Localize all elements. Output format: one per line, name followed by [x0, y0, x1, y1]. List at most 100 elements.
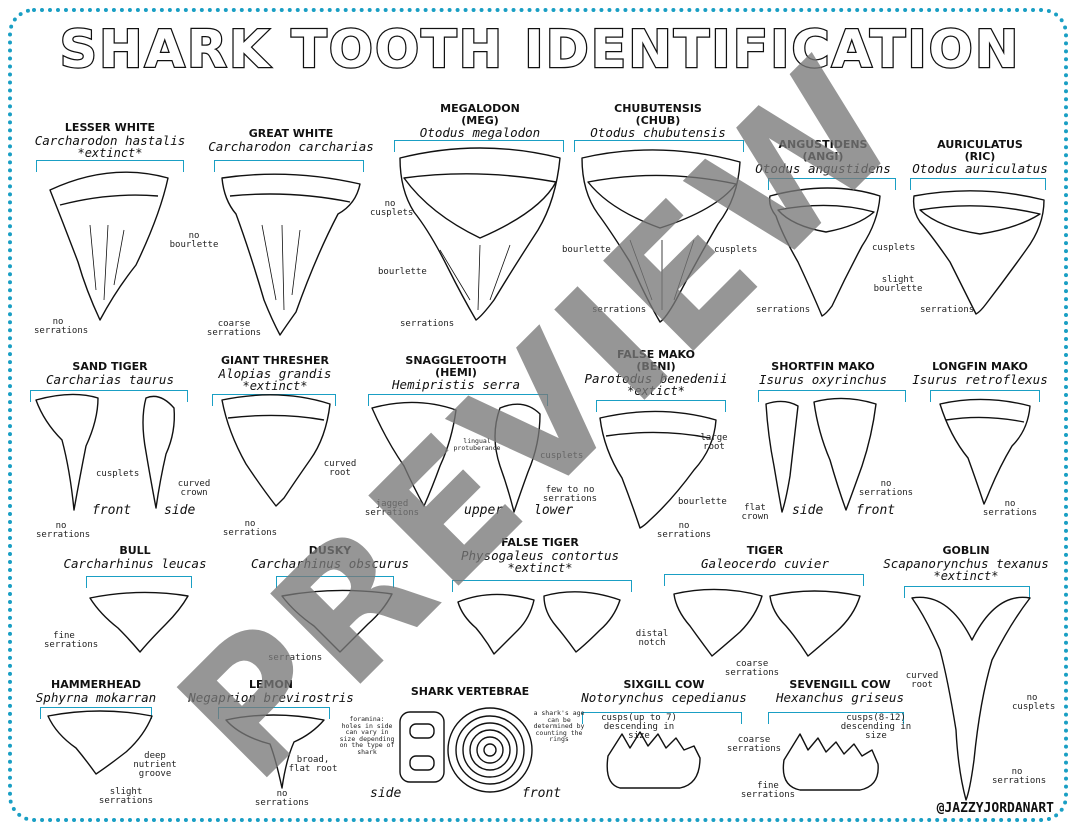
species-extinct: *extinct* [77, 145, 143, 160]
species-name: MEGALODON [440, 102, 520, 115]
note-lw-no-serrations: no serrations [34, 317, 89, 336]
species-scientific: Carcharodon hastalis [34, 132, 186, 148]
note-goblin-no-serrations: no serrations [992, 767, 1047, 786]
bracket-false-tiger [452, 580, 632, 592]
species-abbr: (RIC) [964, 149, 996, 163]
species-name: SIXGILL COW [623, 678, 705, 691]
species-goblin: GOBLIN Scapanorynchus texanus *extinct* [874, 545, 1058, 582]
note-no-bourlette: no bourlette [169, 231, 219, 250]
note-few-to-no-serrations: few to no serrations [542, 485, 598, 504]
note-st-cusplets: cusplets [96, 469, 140, 479]
note-chub-cusplets: cusplets [714, 245, 758, 255]
species-abbr: (BENI) [636, 359, 676, 373]
dotted-border [8, 8, 1068, 822]
tooth-sevengill-cow [782, 733, 879, 791]
label-mako-side: side [792, 503, 824, 518]
page-title: SHARK TOOTH IDENTIFICATION [58, 19, 1021, 82]
species-name: FALSE MAKO [617, 348, 695, 361]
species-name: ANGUSTIDENS [778, 138, 868, 151]
tooth-sand-tiger [35, 393, 176, 511]
note-gt-curved-root: curved root [323, 459, 357, 478]
note-no-cusplets: no cusplets [370, 199, 414, 218]
species-snaggletooth: SNAGGLETOOTH (HEMI) Hemipristis serra [376, 355, 536, 391]
species-extinct: *extinct* [933, 568, 999, 583]
species-shark-vertebrae: SHARK VERTEBRAE [400, 686, 540, 698]
label-lower: lower [534, 503, 574, 518]
species-megalodon: MEGALODON (MEG) Otodus megalodon [400, 103, 560, 139]
bracket-sand-tiger [30, 390, 188, 402]
note-distal-notch: distal notch [635, 629, 669, 648]
bracket-chubutensis [574, 140, 744, 152]
note-lm-no-serrations: no serrations [982, 499, 1038, 518]
tooth-tiger [673, 588, 861, 657]
bracket-shortfin-mako [758, 390, 906, 402]
tooth-auriculatus [912, 190, 1045, 315]
species-sixgill-cow: SIXGILL COW Notorynchus cepedianus [574, 679, 754, 704]
bracket-great-white [214, 160, 364, 172]
species-scientific: Physogaleus contortus [460, 547, 620, 563]
label-side: side [164, 503, 196, 518]
note-slight-bourlette: slight bourlette [873, 275, 923, 294]
tooth-false-tiger [457, 591, 621, 655]
label-mako-front: front [856, 503, 896, 518]
species-scientific: Carcharhinus leucas [63, 555, 207, 571]
note-curved-crown: curved crown [177, 479, 211, 498]
tooth-giant-thresher [221, 394, 331, 507]
species-false-tiger: FALSE TIGER Physogaleus contortus *extin… [450, 537, 630, 574]
species-name: HAMMERHEAD [51, 678, 141, 691]
species-scientific: Hemipristis serra [392, 377, 520, 393]
species-hammerhead: HAMMERHEAD Sphyrna mokarran [26, 679, 166, 704]
note-age-rings: a shark's age can be determined by count… [533, 709, 585, 743]
note-flat-crown: flat crown [741, 503, 769, 522]
note-fm-no-serrations: no serrations [656, 521, 712, 540]
species-bull: BULL Carcharhinus leucas [50, 545, 220, 570]
note-lingual-protuberance: lingual protuberance [453, 437, 501, 452]
bracket-angustidens [768, 178, 896, 190]
bracket-auriculatus [910, 178, 1046, 190]
species-name: LONGFIN MAKO [932, 360, 1028, 373]
species-scientific: Negaprion brevirostris [188, 689, 354, 705]
tooth-great-white [221, 173, 361, 336]
species-auriculatus: AURICULATUS (RIC) Otodus auriculatus [904, 139, 1056, 175]
note-meg-serrations: serrations [400, 319, 455, 329]
note-chub-serrations: serrations [592, 305, 647, 315]
species-scientific: Galeocerdo cuvier [701, 555, 829, 571]
note-meg-bourlette: bourlette [378, 267, 427, 277]
species-scientific: Sphyrna mokarran [35, 689, 157, 705]
bracket-bull [86, 576, 192, 588]
species-name: DUSKY [308, 544, 352, 557]
bracket-tiger [664, 574, 864, 586]
artist-credit: @JAZZYJORDANART [936, 801, 1054, 816]
tooth-megalodon [399, 147, 561, 321]
species-name: SHARK VERTEBRAE [410, 685, 530, 698]
species-name: BULL [119, 544, 151, 557]
tooth-lesser-white [49, 171, 169, 321]
note-snag-cusplets: cusplets [540, 451, 584, 461]
species-dusky: DUSKY Carcharhinus obscurus [240, 545, 420, 570]
tooth-lemon [225, 714, 325, 789]
tooth-false-mako [599, 410, 717, 529]
species-sevengill-cow: SEVENGILL COW Hexanchus griseus [770, 679, 910, 704]
tooth-angustidens [768, 187, 881, 317]
label-upper: upper [464, 503, 504, 518]
note-angi-serrations: serrations [756, 305, 811, 315]
note-cusps-8-12: cusps(8-12) descending in size [840, 713, 912, 741]
species-scientific: Isurus retroflexus [912, 371, 1048, 387]
species-scientific: Carcharias taurus [46, 371, 174, 387]
species-sand-tiger: SAND TIGER Carcharias taurus [30, 361, 190, 386]
species-false-mako: FALSE MAKO (BENI) Parotodus benedenii *e… [574, 349, 738, 398]
species-name: AURICULATUS [937, 138, 1023, 151]
note-jagged-serrations: jagged serrations [364, 499, 420, 518]
note-sm-no-serrations: no serrations [858, 479, 914, 498]
label-vert-side: side [370, 786, 402, 801]
tooth-sixgill-cow [606, 731, 701, 789]
note-broad-flat-root: broad, flat root [288, 755, 338, 774]
species-abbr: (CHUB) [635, 113, 681, 127]
vertebra-side [399, 711, 445, 783]
species-scientific: Carcharodon carcharias [208, 138, 374, 154]
note-dusky-serrations: serrations [268, 653, 323, 663]
species-scientific: Isurus oxyrinchus [759, 371, 887, 387]
note-lemon-no-serrations: no serrations [254, 789, 310, 808]
species-scientific: Otodus chubutensis [590, 125, 726, 141]
